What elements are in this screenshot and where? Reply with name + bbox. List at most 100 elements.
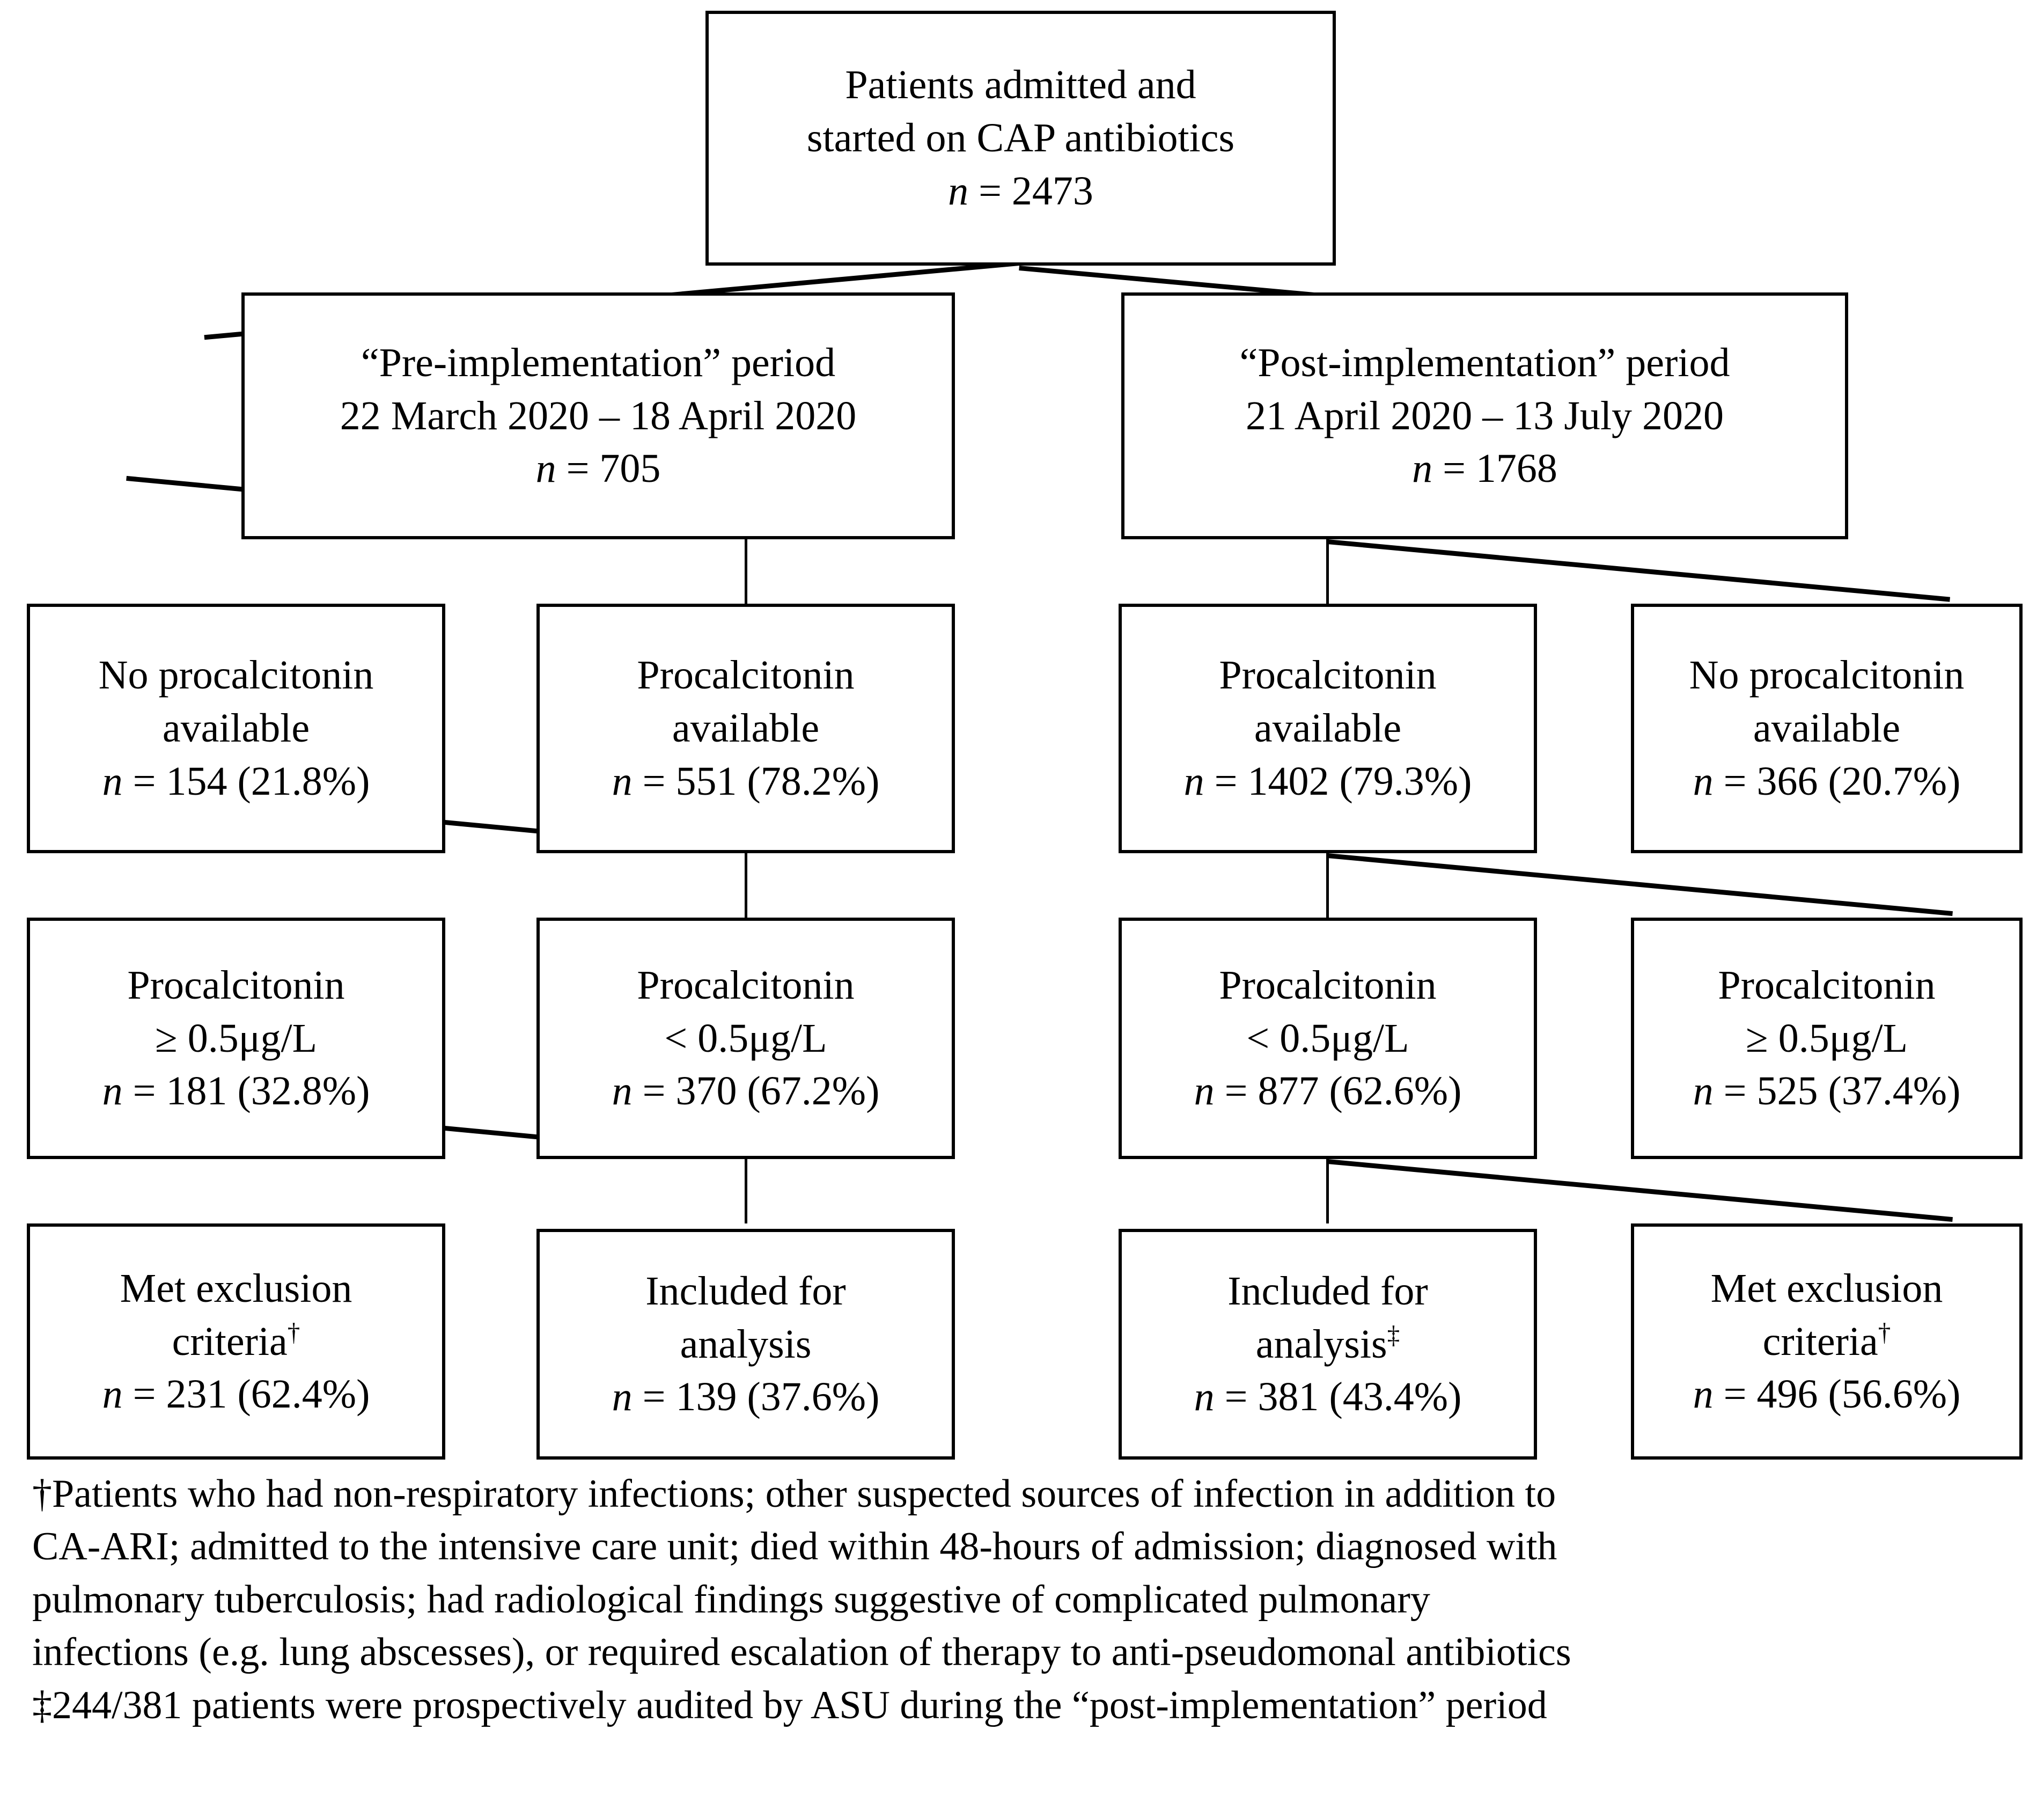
connector-proc-pre-to-low bbox=[745, 853, 747, 918]
node-line-1: Met exclusion bbox=[120, 1265, 352, 1311]
connector-proc-post-to-high bbox=[1327, 853, 1953, 917]
node-line-2-text: analysis bbox=[1255, 1321, 1387, 1367]
n-value: = 231 (62.4%) bbox=[133, 1372, 370, 1417]
footnotes-block: †Patients who had non-respiratory infect… bbox=[32, 1468, 2017, 1732]
connector-post-to-proc bbox=[1326, 539, 1329, 604]
dagger-marker: † bbox=[287, 1318, 300, 1347]
n-value: = 2473 bbox=[979, 168, 1093, 214]
node-line-1: Included for bbox=[1227, 1268, 1428, 1314]
node-procalcitonin-low-pre[interactable]: Procalcitonin < 0.5μg/L n = 370 (67.2%) bbox=[536, 918, 955, 1159]
node-count: n = 2473 bbox=[948, 165, 1093, 218]
node-line-2: analysis bbox=[680, 1318, 812, 1371]
node-no-procalcitonin-available-post[interactable]: No procalcitonin available n = 366 (20.7… bbox=[1631, 604, 2023, 853]
node-count: n = 139 (37.6%) bbox=[612, 1370, 880, 1424]
footnote-line-5: ‡244/381 patients were prospectively aud… bbox=[32, 1683, 1547, 1727]
node-line-1: “Pre-implementation” period bbox=[361, 340, 836, 385]
n-symbol: n bbox=[102, 758, 123, 804]
node-pre-implementation-period[interactable]: “Pre-implementation” period 22 March 202… bbox=[241, 292, 955, 539]
node-met-exclusion-criteria-pre[interactable]: Met exclusion criteria† n = 231 (62.4%) bbox=[27, 1223, 445, 1460]
node-met-exclusion-criteria-post[interactable]: Met exclusion criteria† n = 496 (56.6%) bbox=[1631, 1223, 2023, 1460]
node-patients-admitted[interactable]: Patients admitted and started on CAP ant… bbox=[705, 11, 1336, 266]
node-line-2: criteria† bbox=[1763, 1315, 1891, 1368]
node-procalcitonin-available-post[interactable]: Procalcitonin available n = 1402 (79.3%) bbox=[1119, 604, 1537, 853]
node-line-2: 22 March 2020 – 18 April 2020 bbox=[340, 393, 857, 438]
node-line-1: Procalcitonin bbox=[1219, 653, 1437, 698]
connector-low-post-to-excluded bbox=[1327, 1159, 1953, 1222]
connector-proc-post-to-low bbox=[1326, 853, 1329, 918]
node-count: n = 381 (43.4%) bbox=[1194, 1370, 1462, 1424]
node-line-1: “Post-implementation” period bbox=[1239, 340, 1730, 385]
node-line-1: Procalcitonin bbox=[127, 962, 345, 1008]
node-line-1: Patients admitted and bbox=[845, 62, 1196, 108]
n-value: = 1402 (79.3%) bbox=[1214, 758, 1472, 804]
node-procalcitonin-high-post[interactable]: Procalcitonin ≥ 0.5μg/L n = 525 (37.4%) bbox=[1631, 918, 2023, 1159]
footnote-line-2: CA-ARI; admitted to the intensive care u… bbox=[32, 1525, 1557, 1569]
node-line-2: criteria† bbox=[172, 1315, 300, 1368]
node-line-2-text: criteria bbox=[1762, 1318, 1878, 1364]
node-line-2: available bbox=[672, 706, 820, 751]
node-line-2: available bbox=[1753, 706, 1901, 751]
n-value: = 1768 bbox=[1443, 446, 1557, 492]
node-line-2-text: criteria bbox=[172, 1318, 288, 1364]
n-symbol: n bbox=[612, 1068, 633, 1114]
n-symbol: n bbox=[1194, 1374, 1215, 1420]
n-symbol: n bbox=[1693, 758, 1714, 804]
n-value: = 181 (32.8%) bbox=[133, 1068, 370, 1114]
n-symbol: n bbox=[535, 446, 556, 492]
node-line-2: ≥ 0.5μg/L bbox=[1746, 1015, 1908, 1061]
node-count: n = 705 bbox=[536, 442, 661, 495]
node-count: n = 525 (37.4%) bbox=[1693, 1065, 1961, 1118]
node-line-1: Procalcitonin bbox=[637, 653, 855, 698]
node-no-procalcitonin-available-pre[interactable]: No procalcitonin available n = 154 (21.8… bbox=[27, 604, 445, 853]
n-value: = 154 (21.8%) bbox=[133, 758, 370, 804]
n-value: = 139 (37.6%) bbox=[642, 1374, 880, 1420]
node-line-2: ≥ 0.5μg/L bbox=[155, 1015, 317, 1061]
n-value: = 551 (78.2%) bbox=[642, 758, 880, 804]
node-procalcitonin-high-pre[interactable]: Procalcitonin ≥ 0.5μg/L n = 181 (32.8%) bbox=[27, 918, 445, 1159]
node-count: n = 551 (78.2%) bbox=[612, 755, 880, 808]
node-line-2-text: analysis bbox=[680, 1321, 812, 1367]
node-count: n = 1402 (79.3%) bbox=[1184, 755, 1472, 808]
n-symbol: n bbox=[1693, 1372, 1714, 1417]
node-line-2: available bbox=[1254, 706, 1402, 751]
n-value: = 705 bbox=[566, 446, 661, 492]
node-included-for-analysis-post[interactable]: Included for analysis‡ n = 381 (43.4%) bbox=[1119, 1229, 1537, 1460]
node-line-2: started on CAP antibiotics bbox=[806, 115, 1235, 161]
node-procalcitonin-available-pre[interactable]: Procalcitonin available n = 551 (78.2%) bbox=[536, 604, 955, 853]
connector-low-pre-to-included bbox=[745, 1159, 747, 1223]
n-symbol: n bbox=[948, 168, 969, 214]
node-count: n = 877 (62.6%) bbox=[1194, 1065, 1462, 1118]
footnote-line-3: pulmonary tuberculosis; had radiological… bbox=[32, 1577, 1430, 1622]
node-line-2: available bbox=[162, 706, 310, 751]
node-line-1: Met exclusion bbox=[1710, 1265, 1943, 1311]
n-value: = 370 (67.2%) bbox=[642, 1068, 880, 1114]
footnote-line-4: infections (e.g. lung abscesses), or req… bbox=[32, 1630, 1571, 1675]
double-dagger-marker: ‡ bbox=[1387, 1321, 1400, 1350]
node-line-2: 21 April 2020 – 13 July 2020 bbox=[1246, 393, 1724, 438]
node-count: n = 231 (62.4%) bbox=[102, 1368, 370, 1421]
n-symbol: n bbox=[612, 1374, 633, 1420]
node-line-2: < 0.5μg/L bbox=[1246, 1015, 1409, 1061]
node-count: n = 154 (21.8%) bbox=[102, 755, 370, 808]
n-symbol: n bbox=[612, 758, 633, 804]
n-symbol: n bbox=[102, 1372, 123, 1417]
n-value: = 496 (56.6%) bbox=[1723, 1372, 1961, 1417]
n-symbol: n bbox=[1194, 1068, 1215, 1114]
connector-post-to-noproc bbox=[1327, 539, 1951, 602]
node-line-2: < 0.5μg/L bbox=[664, 1015, 827, 1061]
node-procalcitonin-low-post[interactable]: Procalcitonin < 0.5μg/L n = 877 (62.6%) bbox=[1119, 918, 1537, 1159]
n-value: = 381 (43.4%) bbox=[1224, 1374, 1462, 1420]
n-symbol: n bbox=[1183, 758, 1204, 804]
node-post-implementation-period[interactable]: “Post-implementation” period 21 April 20… bbox=[1121, 292, 1848, 539]
node-line-2: analysis‡ bbox=[1256, 1318, 1400, 1371]
node-line-1: No procalcitonin bbox=[98, 653, 374, 698]
connector-low-post-to-included bbox=[1326, 1159, 1329, 1223]
node-included-for-analysis-pre[interactable]: Included for analysis n = 139 (37.6%) bbox=[536, 1229, 955, 1460]
node-count: n = 366 (20.7%) bbox=[1693, 755, 1961, 808]
n-value: = 366 (20.7%) bbox=[1723, 758, 1961, 804]
n-value: = 525 (37.4%) bbox=[1723, 1068, 1961, 1114]
n-symbol: n bbox=[102, 1068, 123, 1114]
n-value: = 877 (62.6%) bbox=[1224, 1068, 1462, 1114]
n-symbol: n bbox=[1412, 446, 1433, 492]
